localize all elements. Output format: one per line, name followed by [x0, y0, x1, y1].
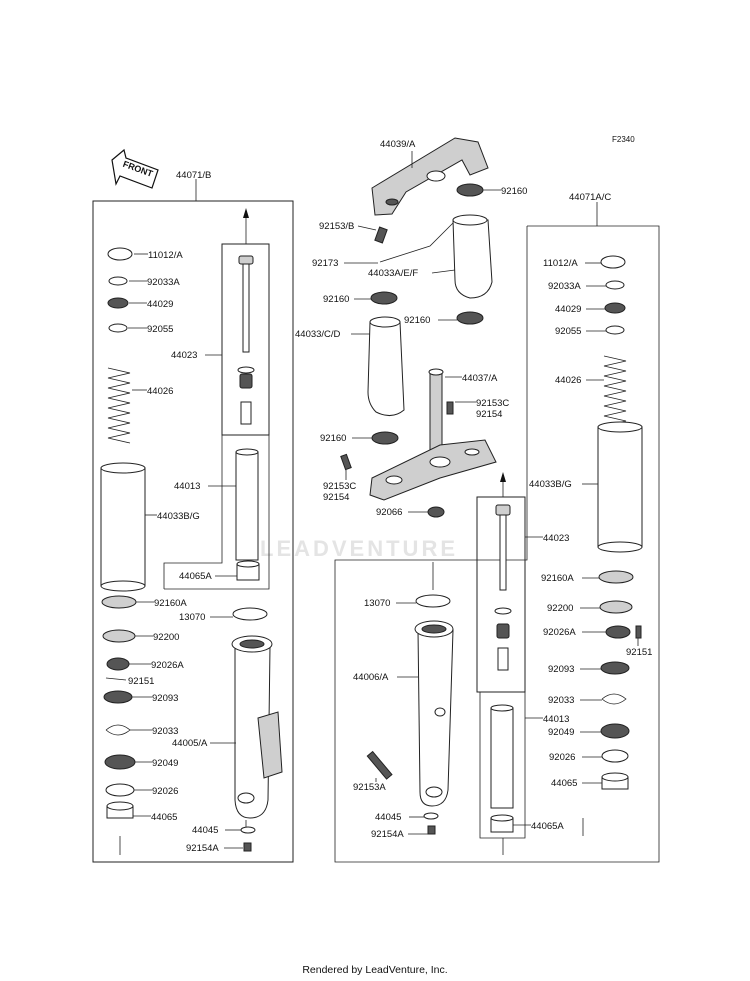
label-92151-left: 92151 [128, 676, 154, 687]
diagram-code: F2340 [612, 135, 635, 144]
label-92049-right: 92049 [548, 727, 574, 738]
label-92033a-right: 92033A [548, 281, 581, 292]
label-92055-left: 92055 [147, 324, 173, 335]
label-92154a-left: 92154A [186, 843, 219, 854]
label-44071ac: 44071A/C [569, 192, 611, 203]
label-13070-left: 13070 [179, 612, 205, 623]
label-92026a-right: 92026A [543, 627, 576, 638]
label-44013-left: 44013 [174, 481, 200, 492]
left-lower-leg [231, 635, 283, 819]
label-92153c-left: 92153C [323, 481, 356, 492]
label-11012a-left: 11012/A [148, 250, 183, 261]
label-92153c-right: 92153C [476, 398, 509, 409]
label-44065-right: 44065 [551, 778, 577, 789]
label-44045-right: 44045 [375, 812, 401, 823]
right-fork-assembly [334, 202, 660, 863]
label-92160-low: 92160 [320, 433, 346, 444]
right-lower-leg [414, 620, 454, 807]
label-44033aef: 44033A/E/F [368, 268, 418, 279]
label-44071b: 44071/B [176, 170, 211, 181]
label-92049-left: 92049 [152, 758, 178, 769]
label-92160a-left: 92160A [154, 598, 187, 609]
label-44023-left: 44023 [171, 350, 197, 361]
label-92093-left: 92093 [152, 693, 178, 704]
footer-credit: Rendered by LeadVenture, Inc. [302, 964, 448, 976]
label-92154-right: 92154 [476, 409, 502, 420]
label-44005a: 44005/A [172, 738, 208, 749]
left-labels: 44071/B 11012/A 92033A 44029 92055 44023… [105, 170, 243, 854]
label-44037a: 44037/A [462, 373, 498, 384]
label-92151-right: 92151 [626, 647, 652, 658]
label-13070-right: 13070 [364, 598, 390, 609]
label-44023-right: 44023 [543, 533, 569, 544]
cap-bolt-icon [107, 247, 133, 261]
left-assembly-frame [92, 200, 294, 863]
label-92173: 92173 [312, 258, 338, 269]
label-44039a: 44039/A [380, 139, 416, 150]
label-44029-left: 44029 [147, 299, 173, 310]
label-92200-right: 92200 [547, 603, 573, 614]
steering-assembly [340, 137, 497, 518]
label-44045-left: 44045 [192, 825, 218, 836]
center-labels: 44039/A 92160 92153/B 92173 44033A/E/F 9… [295, 139, 527, 518]
label-11012a-right: 11012/A [543, 258, 578, 269]
label-44065a-right: 44065A [531, 821, 564, 832]
label-92055-right: 92055 [555, 326, 581, 337]
label-92033-left: 92033 [152, 726, 178, 737]
left-fork-assembly [92, 179, 294, 863]
label-44026-left: 44026 [147, 386, 173, 397]
label-44026-right: 44026 [555, 375, 581, 386]
label-44033bg-left: 44033B/G [157, 511, 200, 522]
label-92153b: 92153/B [319, 221, 354, 232]
right-labels: 44071A/C 11012/A 92033A 44029 92055 4402… [353, 192, 652, 840]
label-92154a-right: 92154A [371, 829, 404, 840]
watermark: LEADVENTURE [260, 536, 458, 561]
label-92154-left: 92154 [323, 492, 349, 503]
front-arrow-icon: FRONT [111, 148, 159, 189]
label-92026a-left: 92026A [151, 660, 184, 671]
label-44029-right: 44029 [555, 304, 581, 315]
label-92026-left: 92026 [152, 786, 178, 797]
label-44033cd: 44033/C/D [295, 329, 341, 340]
label-92160-top: 92160 [501, 186, 527, 197]
label-92160-mid2: 92160 [404, 315, 430, 326]
label-92160a-right: 92160A [541, 573, 574, 584]
label-44065-left: 44065 [151, 812, 177, 823]
spring-icon [107, 367, 131, 444]
label-92200-left: 92200 [153, 632, 179, 643]
label-92160-mid1: 92160 [323, 294, 349, 305]
label-92033-right: 92033 [548, 695, 574, 706]
label-44065a-left: 44065A [179, 571, 212, 582]
label-44033bg-right: 44033B/G [529, 479, 572, 490]
label-92026-right: 92026 [549, 752, 575, 763]
label-44006a: 44006/A [353, 672, 389, 683]
label-92093-right: 92093 [548, 664, 574, 675]
label-92066: 92066 [376, 507, 402, 518]
label-92153a: 92153A [353, 782, 386, 793]
label-44013-right: 44013 [543, 714, 569, 725]
label-92033a-left: 92033A [147, 277, 180, 288]
